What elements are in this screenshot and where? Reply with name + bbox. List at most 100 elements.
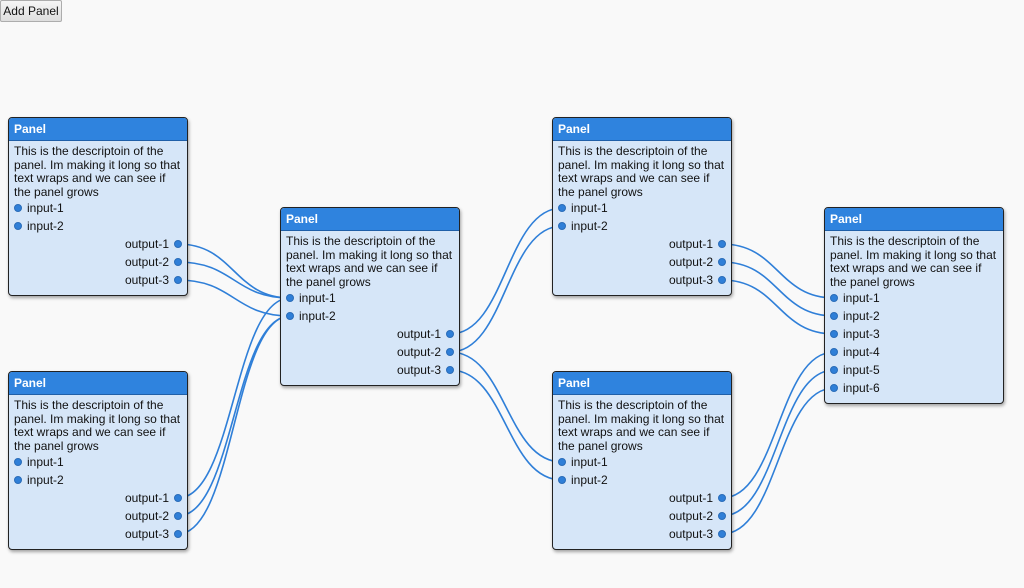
output-port-dot-icon[interactable] (718, 240, 726, 248)
output-port: output-3 (553, 525, 731, 543)
input-port: input-1 (553, 453, 731, 471)
panel-header[interactable]: Panel (553, 372, 731, 395)
input-port-label: input-2 (27, 219, 64, 233)
input-port-dot-icon[interactable] (14, 222, 22, 230)
panel-header[interactable]: Panel (9, 118, 187, 141)
add-panel-button[interactable]: Add Panel (0, 0, 62, 22)
input-port-label: input-1 (571, 455, 608, 469)
connection-wire (177, 279, 291, 317)
input-port: input-2 (9, 217, 187, 235)
input-port: input-2 (553, 217, 731, 235)
input-port: input-1 (9, 199, 187, 217)
output-port-dot-icon[interactable] (174, 494, 182, 502)
output-port: output-2 (9, 253, 187, 271)
input-port-dot-icon[interactable] (286, 294, 294, 302)
output-port-label: output-3 (124, 527, 169, 541)
output-port-dot-icon[interactable] (174, 258, 182, 266)
input-port: input-1 (553, 199, 731, 217)
connection-wire (177, 315, 291, 517)
output-port: output-2 (553, 253, 731, 271)
output-port-label: output-3 (668, 273, 713, 287)
input-port-dot-icon[interactable] (558, 476, 566, 484)
input-port-label: input-2 (571, 473, 608, 487)
output-port-label: output-1 (668, 237, 713, 251)
output-port-dot-icon[interactable] (718, 530, 726, 538)
panel-header[interactable]: Panel (825, 208, 1003, 231)
output-port-dot-icon[interactable] (446, 330, 454, 338)
input-port-dot-icon[interactable] (830, 312, 838, 320)
input-port: input-2 (281, 307, 459, 325)
connection-wire (721, 351, 835, 499)
input-port-dot-icon[interactable] (14, 476, 22, 484)
input-port: input-2 (825, 307, 1003, 325)
panel-description: This is the descriptoin of the panel. Im… (286, 234, 453, 289)
input-port-label: input-1 (27, 455, 64, 469)
output-port-dot-icon[interactable] (718, 276, 726, 284)
panel-header[interactable]: Panel (281, 208, 459, 231)
output-port-label: output-2 (668, 509, 713, 523)
input-port: input-4 (825, 343, 1003, 361)
output-port: output-1 (553, 489, 731, 507)
input-port-label: input-1 (571, 201, 608, 215)
connection-wire (177, 243, 291, 299)
panel-description: This is the descriptoin of the panel. Im… (14, 398, 181, 453)
input-port-dot-icon[interactable] (830, 366, 838, 374)
input-port-label: input-1 (843, 291, 880, 305)
input-port: input-1 (825, 289, 1003, 307)
output-port-dot-icon[interactable] (446, 348, 454, 356)
input-port-label: input-4 (843, 345, 880, 359)
output-port-label: output-2 (668, 255, 713, 269)
panel-description: This is the descriptoin of the panel. Im… (558, 144, 725, 199)
output-port-dot-icon[interactable] (174, 530, 182, 538)
output-port-label: output-3 (124, 273, 169, 287)
input-port-dot-icon[interactable] (286, 312, 294, 320)
input-port-dot-icon[interactable] (830, 330, 838, 338)
output-port: output-2 (9, 507, 187, 525)
input-port: input-5 (825, 361, 1003, 379)
input-port-label: input-2 (299, 309, 336, 323)
output-port-label: output-3 (396, 363, 441, 377)
input-port: input-6 (825, 379, 1003, 397)
input-port: input-2 (9, 471, 187, 489)
input-port-dot-icon[interactable] (830, 294, 838, 302)
output-port-dot-icon[interactable] (718, 512, 726, 520)
input-port: input-1 (9, 453, 187, 471)
panel-header[interactable]: Panel (553, 118, 731, 141)
output-port-dot-icon[interactable] (718, 258, 726, 266)
input-port-label: input-1 (27, 201, 64, 215)
connection-wire (721, 243, 835, 299)
output-port-dot-icon[interactable] (446, 366, 454, 374)
output-port: output-2 (553, 507, 731, 525)
output-port-dot-icon[interactable] (174, 240, 182, 248)
input-port-dot-icon[interactable] (558, 204, 566, 212)
panel-description: This is the descriptoin of the panel. Im… (830, 234, 997, 289)
input-port: input-1 (281, 289, 459, 307)
input-port-dot-icon[interactable] (14, 458, 22, 466)
output-port-label: output-1 (668, 491, 713, 505)
output-port-dot-icon[interactable] (174, 512, 182, 520)
input-port-dot-icon[interactable] (14, 204, 22, 212)
connection-wire (721, 279, 835, 335)
output-port: output-3 (553, 271, 731, 289)
output-port-dot-icon[interactable] (718, 494, 726, 502)
connection-wire (449, 369, 563, 481)
output-port: output-1 (9, 489, 187, 507)
input-port-dot-icon[interactable] (558, 458, 566, 466)
input-port-label: input-3 (843, 327, 880, 341)
input-port-dot-icon[interactable] (558, 222, 566, 230)
output-port: output-1 (553, 235, 731, 253)
input-port-dot-icon[interactable] (830, 348, 838, 356)
connection-wire (449, 207, 563, 335)
panel-header[interactable]: Panel (9, 372, 187, 395)
connection-wire (721, 387, 835, 535)
connection-wire (449, 351, 563, 463)
output-port-dot-icon[interactable] (174, 276, 182, 284)
input-port-dot-icon[interactable] (830, 384, 838, 392)
output-port-label: output-1 (396, 327, 441, 341)
